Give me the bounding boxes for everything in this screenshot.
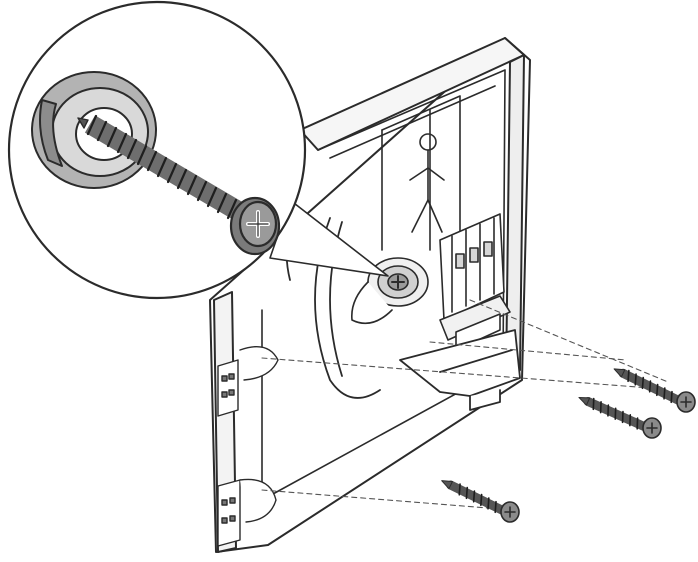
mounting-screw-in-plate: [351, 257, 429, 325]
screw-bottom: [441, 480, 520, 523]
screw-thread-icon: [77, 114, 256, 227]
terminal-block: [439, 213, 511, 351]
person-orientation-icon: [409, 133, 445, 233]
phillips-screw-head-icon: [229, 196, 281, 256]
magnified-detail: [7, 0, 389, 300]
release-lever: [399, 329, 521, 411]
screw-top-right: [613, 368, 696, 413]
screw-middle-right: [578, 396, 662, 439]
screw-guide-lines: [261, 299, 669, 509]
